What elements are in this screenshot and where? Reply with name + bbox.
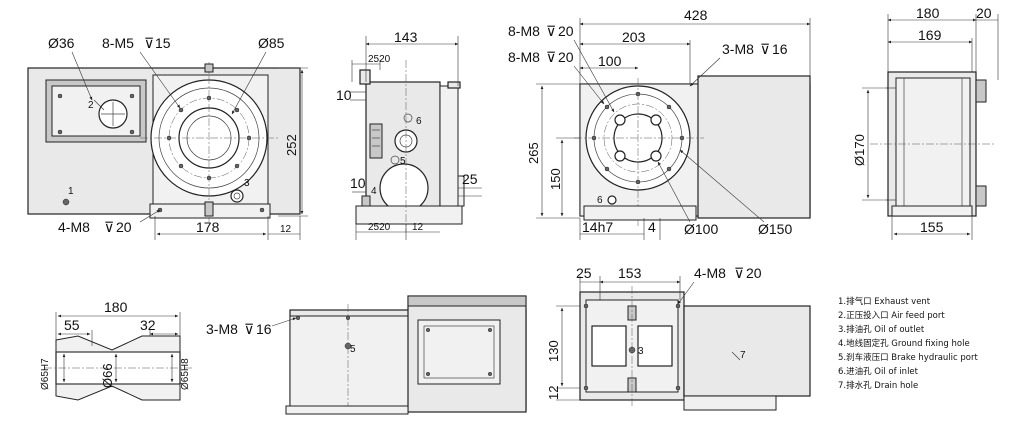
dim-8-m8-b: 8-M8 (508, 49, 540, 65)
dim-d100: Ø100 (684, 221, 718, 237)
sec-dim-55: 55 (64, 317, 80, 333)
dim-265: 265 (526, 142, 541, 164)
legend-item-4: 4.地线固定孔 Ground fixing hole (838, 338, 970, 349)
dim-428: 428 (684, 7, 708, 23)
sec-dim-d65h7: Ø65H7 (40, 358, 51, 390)
svg-text:⊽: ⊽ (244, 321, 254, 337)
table-view: 6 428 8-M8 ⊽ 20 8-M8 ⊽ 20 203 100 3-M8 ⊽… (508, 7, 811, 240)
dim-4-m8: 4-M8 (58, 219, 90, 235)
label-3: 3 (244, 178, 250, 189)
bottom-dim-153: 153 (618, 265, 642, 281)
right-dim-20: 20 (976, 5, 992, 21)
label-6: 6 (416, 116, 422, 127)
svg-text:⊽: ⊽ (104, 219, 114, 235)
side-dim-12: 12 (412, 222, 424, 233)
right-dim-169: 169 (918, 27, 942, 43)
legend: 1.排气口 Exhaust vent 2.正压投入口 Air feed port… (838, 296, 978, 391)
dim-14h7: 14h7 (582, 219, 613, 235)
dim-8-m8-b-depth: 20 (558, 49, 574, 65)
dim-252: 252 (284, 134, 299, 156)
svg-text:⊽: ⊽ (546, 23, 556, 39)
bottom-motor (683, 305, 811, 397)
long-view: 3-M8 ⊽ 16 5 (206, 295, 527, 415)
side-dim-2520-bot: 2520 (368, 222, 391, 233)
legend-item-5: 5.刹车液压口 Brake hydraulic port (838, 352, 978, 363)
side-dim-143: 143 (394, 29, 418, 45)
long-cover (417, 319, 501, 385)
exhaust-vent (62, 198, 70, 206)
dim-4: 4 (648, 219, 656, 235)
dim-150: 150 (548, 168, 563, 190)
svg-text:⊽: ⊽ (144, 35, 154, 51)
bottom-dim-130: 130 (546, 340, 561, 362)
right-dim-180: 180 (916, 5, 940, 21)
sec-dim-32: 32 (140, 317, 156, 333)
table-bolts (591, 91, 685, 185)
dim-3-m8-depth: 16 (772, 41, 788, 57)
label-2: 2 (88, 100, 94, 111)
side-dim-10-bot: 10 (350, 175, 366, 191)
bottom-view: 3 7 25 153 4-M8 ⊽ 20 130 12 (546, 265, 811, 411)
front-view: Ø36 8-M5 ⊽ 15 Ø85 2 1 3 252 178 12 4-M8 … (27, 35, 308, 240)
dim-m8-depth: 20 (116, 219, 132, 235)
oil-inlet-plug (607, 195, 617, 205)
bottom-dim-25: 25 (576, 265, 592, 281)
bottom-dim-4-m8: 4-M8 (694, 265, 726, 281)
side-dim-2520-top: 2520 (368, 54, 391, 65)
dim-203: 203 (622, 29, 646, 45)
long-dim-3-m8: 3-M8 (206, 321, 238, 337)
label-5: 5 (400, 156, 406, 167)
dim-100: 100 (598, 53, 622, 69)
section-view: 180 55 32 Ø65H7 Ø66 Ø65H8 (40, 299, 192, 401)
sec-dim-d65h8: Ø65H8 (180, 358, 191, 390)
dim-3-m8: 3-M8 (722, 41, 754, 57)
dim-d85: Ø85 (258, 35, 285, 51)
sec-dim-180: 180 (104, 299, 128, 315)
dim-8-m8-a: 8-M8 (508, 23, 540, 39)
side-flange (379, 163, 429, 213)
legend-item-3: 3.排油孔 Oil of outlet (838, 324, 925, 335)
table-label-6: 6 (597, 195, 603, 206)
sec-dim-d66: Ø66 (100, 363, 115, 388)
side-view: 143 2520 10 10 4 5 6 25 2520 12 (336, 29, 482, 240)
dim-178: 178 (196, 219, 220, 235)
long-dim-depth: 16 (256, 321, 272, 337)
right-dim-d170: Ø170 (852, 134, 867, 166)
faceplate-bolts (166, 95, 252, 181)
long-label-5: 5 (350, 344, 356, 355)
dim-12: 12 (280, 224, 292, 235)
legend-item-6: 6.进油孔 Oil of inlet (838, 366, 919, 377)
legend-item-1: 1.排气口 Exhaust vent (838, 296, 931, 307)
dim-d36: Ø36 (48, 35, 75, 51)
connector-block (369, 123, 383, 159)
svg-text:⊽: ⊽ (760, 41, 770, 57)
right-dim-155: 155 (920, 219, 944, 235)
dim-m5-depth: 15 (155, 35, 171, 51)
bottom-dim-12: 12 (546, 386, 561, 400)
bottom-label-3: 3 (638, 346, 644, 357)
right-view: 180 20 169 Ø170 155 (852, 5, 999, 240)
dim-d150: Ø150 (758, 221, 792, 237)
dim-8-m5: 8-M5 (102, 35, 134, 51)
label-1: 1 (68, 186, 74, 197)
legend-item-7: 7.排水孔 Drain hole (838, 380, 918, 391)
svg-text:⊽: ⊽ (734, 265, 744, 281)
bottom-dim-depth: 20 (746, 265, 762, 281)
legend-item-2: 2.正压投入口 Air feed port (838, 310, 945, 321)
svg-text:⊽: ⊽ (546, 49, 556, 65)
oil-outlet-plug (230, 189, 244, 203)
dim-8-m8-a-depth: 20 (558, 23, 574, 39)
bottom-label-7: 7 (740, 350, 746, 361)
side-base (355, 205, 463, 225)
side-dim-10-top: 10 (336, 87, 352, 103)
label-4: 4 (371, 186, 377, 197)
side-dim-25: 25 (462, 171, 478, 187)
